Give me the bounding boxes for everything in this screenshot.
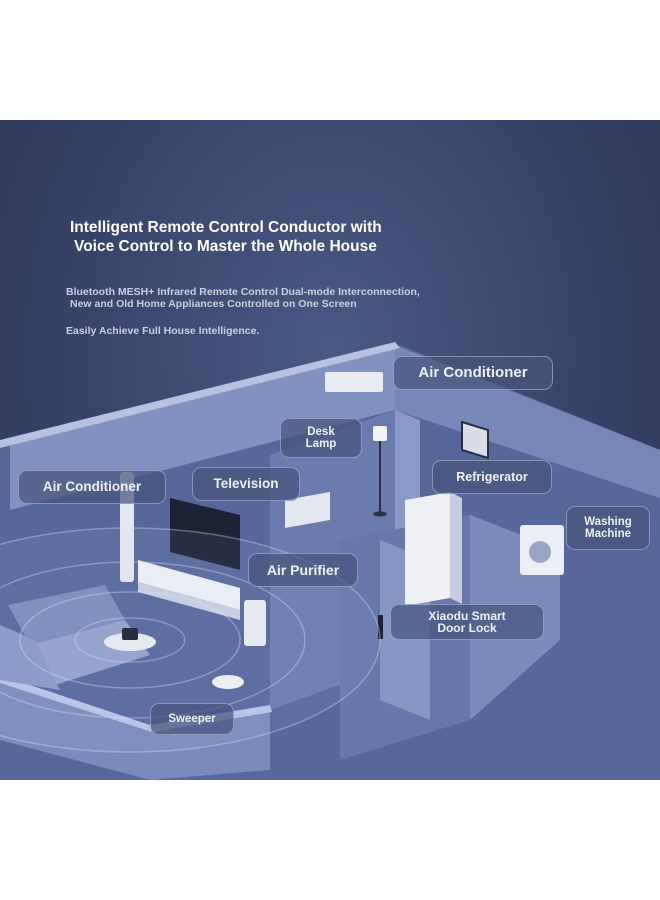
front-wall — [0, 680, 270, 780]
sweeper-robot — [212, 675, 244, 689]
signal-rings — [0, 527, 381, 753]
refrigerator-side — [450, 492, 462, 604]
label-washing-machine: Washing Machine — [566, 506, 650, 550]
dresser — [285, 492, 330, 528]
label-air-purifier: Air Purifier — [248, 553, 358, 587]
label-air-conditioner-left: Air Conditioner — [18, 470, 166, 504]
headline-line-1: Intelligent Remote Control Conductor wit… — [70, 219, 382, 236]
front-wall-top — [0, 675, 152, 732]
label-door-lock: Xiaodu Smart Door Lock — [390, 604, 544, 640]
headline-line-2: Voice Control to Master the Whole House — [74, 238, 377, 255]
label-refrigerator: Refrigerator — [432, 460, 552, 494]
tv-cabinet-base — [138, 582, 240, 620]
subtitle-line-2: New and Old Home Appliances Controlled o… — [70, 298, 357, 310]
subtitle-line-3: Easily Achieve Full House Intelligence. — [66, 325, 260, 337]
label-sweeper: Sweeper — [150, 703, 234, 735]
washer-door — [529, 541, 551, 563]
back-wall-left — [10, 345, 395, 510]
door-lock-device — [378, 615, 383, 639]
product-poster: Intelligent Remote Control Conductor wit… — [0, 120, 660, 780]
tv-cabinet — [138, 560, 240, 610]
sofa-side — [0, 625, 60, 690]
smart-display — [122, 628, 138, 640]
coffee-table — [104, 633, 156, 651]
wall-top-edge — [0, 342, 400, 448]
refrigerator-front — [405, 492, 450, 606]
lamp-base — [373, 511, 387, 517]
wall-frame — [461, 420, 489, 460]
subtitle-line-1: Bluetooth MESH+ Infrared Remote Control … — [66, 286, 420, 298]
lamp-shade — [373, 426, 387, 441]
subtitle: Bluetooth MESH+ Infrared Remote Control … — [66, 286, 526, 310]
label-television: Television — [192, 467, 300, 501]
label-desk-lamp: Desk Lamp — [280, 418, 362, 458]
wall-air-conditioner — [325, 372, 383, 392]
television-screen — [170, 498, 240, 570]
headline: Intelligent Remote Control Conductor wit… — [70, 218, 490, 256]
label-air-conditioner-top: Air Conditioner — [393, 356, 553, 390]
air-purifier — [244, 600, 266, 646]
sofa-back — [8, 585, 125, 645]
